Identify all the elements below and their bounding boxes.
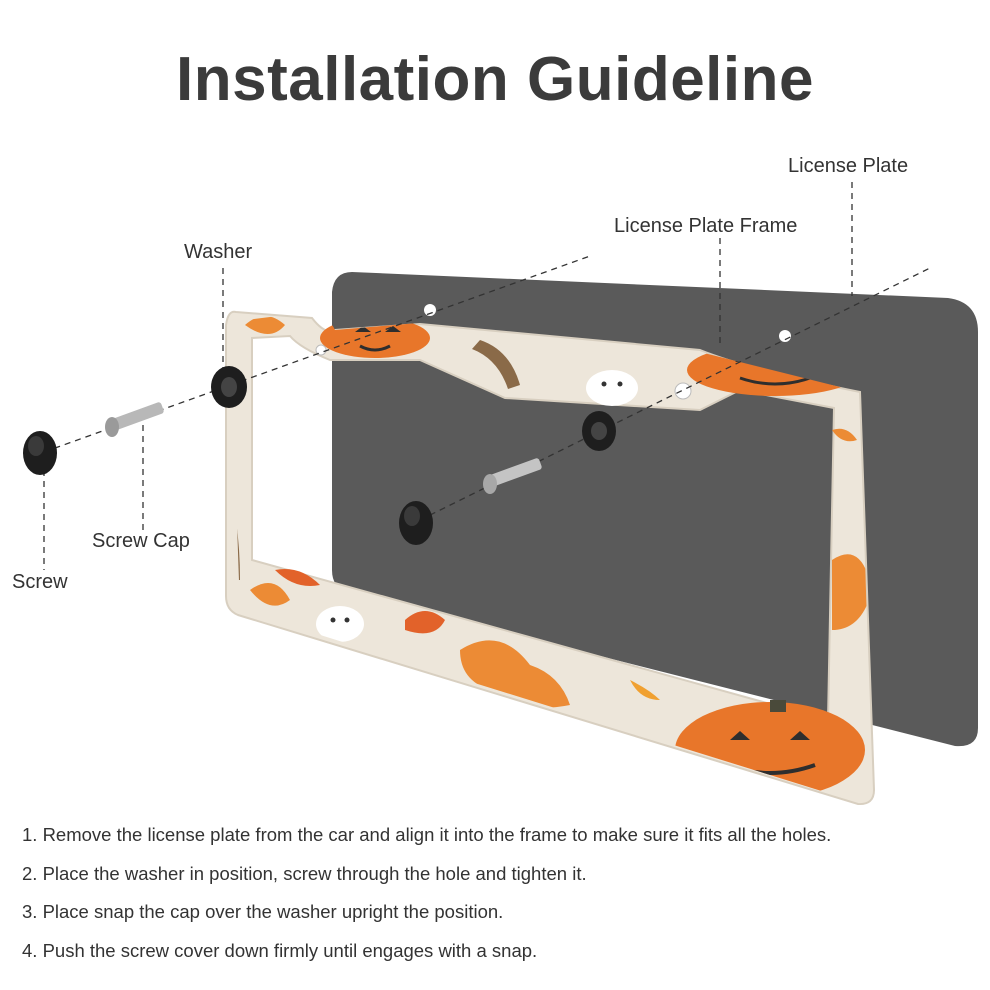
screw-left <box>105 402 164 437</box>
step-4: 4. Push the screw cover down firmly unti… <box>22 939 538 961</box>
screw-cap-left <box>23 431 57 475</box>
label-screw: Screw <box>12 571 68 593</box>
washer-right <box>582 411 616 451</box>
label-license-plate: License Plate <box>788 155 909 177</box>
label-washer: Washer <box>184 241 253 263</box>
label-screw-cap: Screw Cap <box>92 530 190 552</box>
alignment-lines <box>43 182 931 570</box>
instruction-steps: 1. Remove the license plate from the car… <box>22 818 982 972</box>
screw-cap-right <box>399 501 433 545</box>
plate-hole-right <box>779 330 791 342</box>
label-license-plate-frame: License Plate Frame <box>614 215 798 237</box>
screw-right <box>483 458 542 494</box>
washer-left <box>211 366 247 408</box>
step-2: 2. Place the washer in position, screw t… <box>22 862 587 884</box>
step-3: 3. Place snap the cap over the washer up… <box>22 901 504 922</box>
step-1: 1. Remove the license plate from the car… <box>22 824 832 845</box>
page-title: Installation Guideline <box>176 45 814 114</box>
plate-hole-left <box>424 304 436 316</box>
